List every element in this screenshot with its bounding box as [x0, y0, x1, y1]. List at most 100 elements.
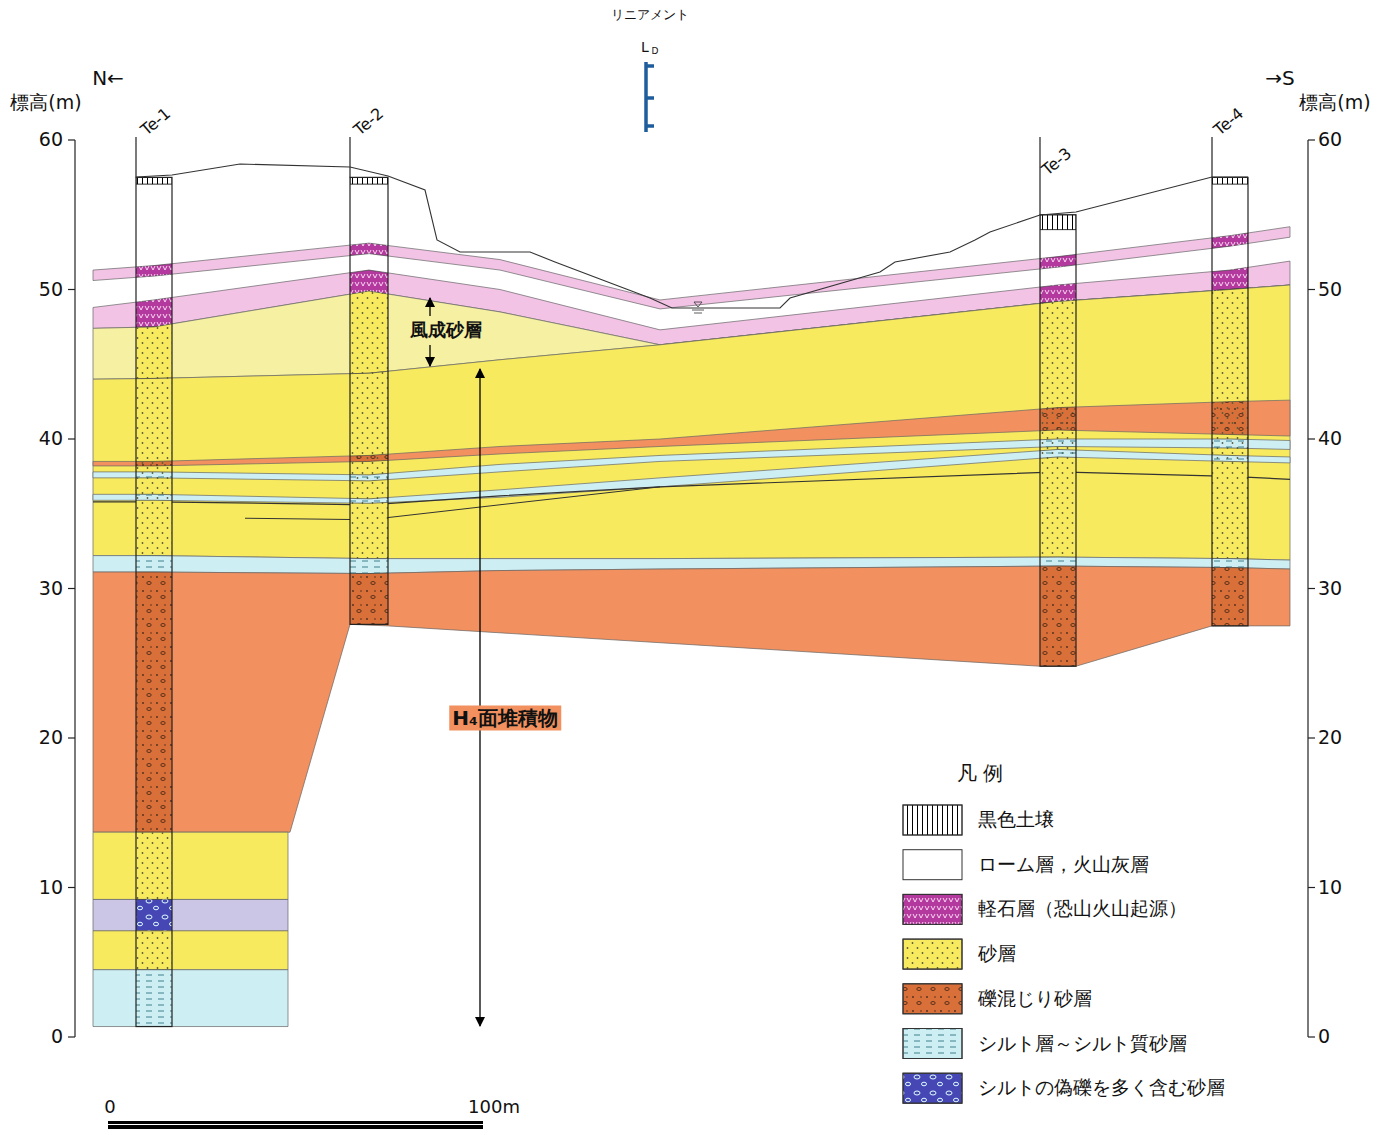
- legend-text: 砂層: [978, 943, 1016, 965]
- log-unit: [93, 566, 1290, 832]
- log-pattern: [93, 227, 1290, 309]
- borehole-pole: [1211, 137, 1212, 177]
- log-pattern: [93, 899, 288, 930]
- legend-swatch: [903, 1073, 962, 1103]
- stratum: [93, 285, 1290, 560]
- log-unit: [93, 439, 1290, 481]
- lineament-code-sub: D: [652, 46, 659, 56]
- strata: [93, 227, 1290, 1027]
- borehole-name: Te-4: [1211, 104, 1248, 139]
- legend-swatch-pattern: [903, 1029, 962, 1059]
- stratum: [93, 970, 288, 1027]
- log-pattern: [93, 285, 1290, 560]
- legend-swatch: [903, 1029, 962, 1059]
- log-pattern: [93, 261, 1290, 345]
- stratum: [93, 832, 288, 899]
- scale-bar-line: [108, 1124, 483, 1125]
- legend-text: 礫混じり砂層: [978, 988, 1092, 1010]
- axis-title: 標高(m): [1299, 92, 1370, 114]
- axis-title: 標高(m): [10, 92, 81, 114]
- borehole-column: [1040, 215, 1076, 666]
- log-pattern: [93, 449, 1290, 503]
- elevation-axes: [68, 140, 1315, 1037]
- unit-label: H₄面堆積物: [449, 706, 561, 731]
- legend-swatch: [903, 939, 962, 969]
- borehole-column: [136, 177, 172, 1026]
- legend-swatch: [903, 894, 962, 924]
- stratum: [93, 566, 1290, 832]
- lineament-label: リニアメント: [611, 8, 689, 23]
- tick-label: 20: [1318, 727, 1342, 749]
- black-soil: [1212, 177, 1248, 184]
- log-unit: [93, 285, 1290, 379]
- log-unit: [93, 931, 288, 970]
- stratum: [93, 439, 1290, 481]
- legend-swatches: [903, 805, 962, 1103]
- stratum: [93, 449, 1290, 503]
- borehole-column: [1212, 177, 1248, 626]
- scale-label: 100m: [468, 1097, 520, 1118]
- direction-north: N←: [92, 67, 124, 90]
- legend-title: 凡 例: [957, 762, 1003, 785]
- stratum: [93, 899, 288, 930]
- legend-swatch: [903, 984, 962, 1014]
- legend-swatch-pattern: [903, 805, 962, 835]
- borehole-name: Te-2: [351, 104, 388, 139]
- log-pattern: [93, 970, 288, 1027]
- tick-label: 20: [39, 727, 63, 749]
- log-pattern: [93, 439, 1290, 481]
- lineament-symbol: [646, 62, 654, 132]
- legend-swatch: [903, 850, 962, 880]
- water-level: [692, 302, 704, 313]
- log-pattern: [93, 832, 288, 899]
- log-unit: [93, 227, 1290, 309]
- legend-text: ローム層，火山灰層: [978, 854, 1149, 876]
- dimension-arrows: [430, 298, 480, 1026]
- bedding-lines: [93, 472, 1290, 520]
- tick-label: 10: [39, 877, 63, 899]
- tick-label: 30: [39, 578, 63, 600]
- unit-label: 風成砂層: [410, 320, 482, 341]
- legend-text: シルトの偽礫を多く含む砂層: [978, 1077, 1225, 1099]
- log-unit: [93, 832, 288, 899]
- borehole-pole: [1039, 137, 1040, 215]
- direction-south: →S: [1265, 67, 1294, 90]
- log-unit: [93, 556, 1290, 574]
- legend-swatch-pattern: [903, 939, 962, 969]
- lineament-code: L: [641, 39, 649, 55]
- log-pattern: [93, 931, 288, 970]
- tick-label: 60: [1318, 129, 1342, 151]
- log-pattern: [93, 556, 1290, 574]
- log-unit: [93, 899, 288, 930]
- borehole-name: Te-3: [1039, 144, 1076, 179]
- tick-label: 60: [39, 129, 63, 151]
- log-pattern: [93, 566, 1290, 832]
- stratum: [93, 931, 288, 970]
- borehole-column: [350, 177, 388, 624]
- log-pattern: [93, 285, 1290, 379]
- black-soil: [136, 177, 172, 184]
- scale-label: 0: [104, 1097, 115, 1118]
- legend-swatch-pattern: [903, 1073, 962, 1103]
- tick-label: 40: [1318, 428, 1342, 450]
- borehole-pole: [135, 137, 136, 177]
- log-pattern: [93, 400, 1290, 466]
- tick-label: 10: [1318, 877, 1342, 899]
- bedding-line: [93, 472, 1290, 505]
- tick-label: 50: [39, 279, 63, 301]
- legend-swatch: [903, 805, 962, 835]
- black-soil: [1040, 215, 1076, 230]
- borehole-name: Te-1: [138, 104, 175, 139]
- legend-text: シルト層～シルト質砂層: [978, 1033, 1187, 1055]
- log-unit: [93, 449, 1290, 503]
- tick-label: 0: [1318, 1026, 1330, 1048]
- log-unit: [93, 400, 1290, 466]
- log-unit: [93, 285, 1290, 560]
- bedding-line: [245, 487, 660, 520]
- legend-text: 軽石層（恐山火山起源）: [978, 898, 1187, 920]
- log-unit: [93, 261, 1290, 345]
- tick-label: 50: [1318, 279, 1342, 301]
